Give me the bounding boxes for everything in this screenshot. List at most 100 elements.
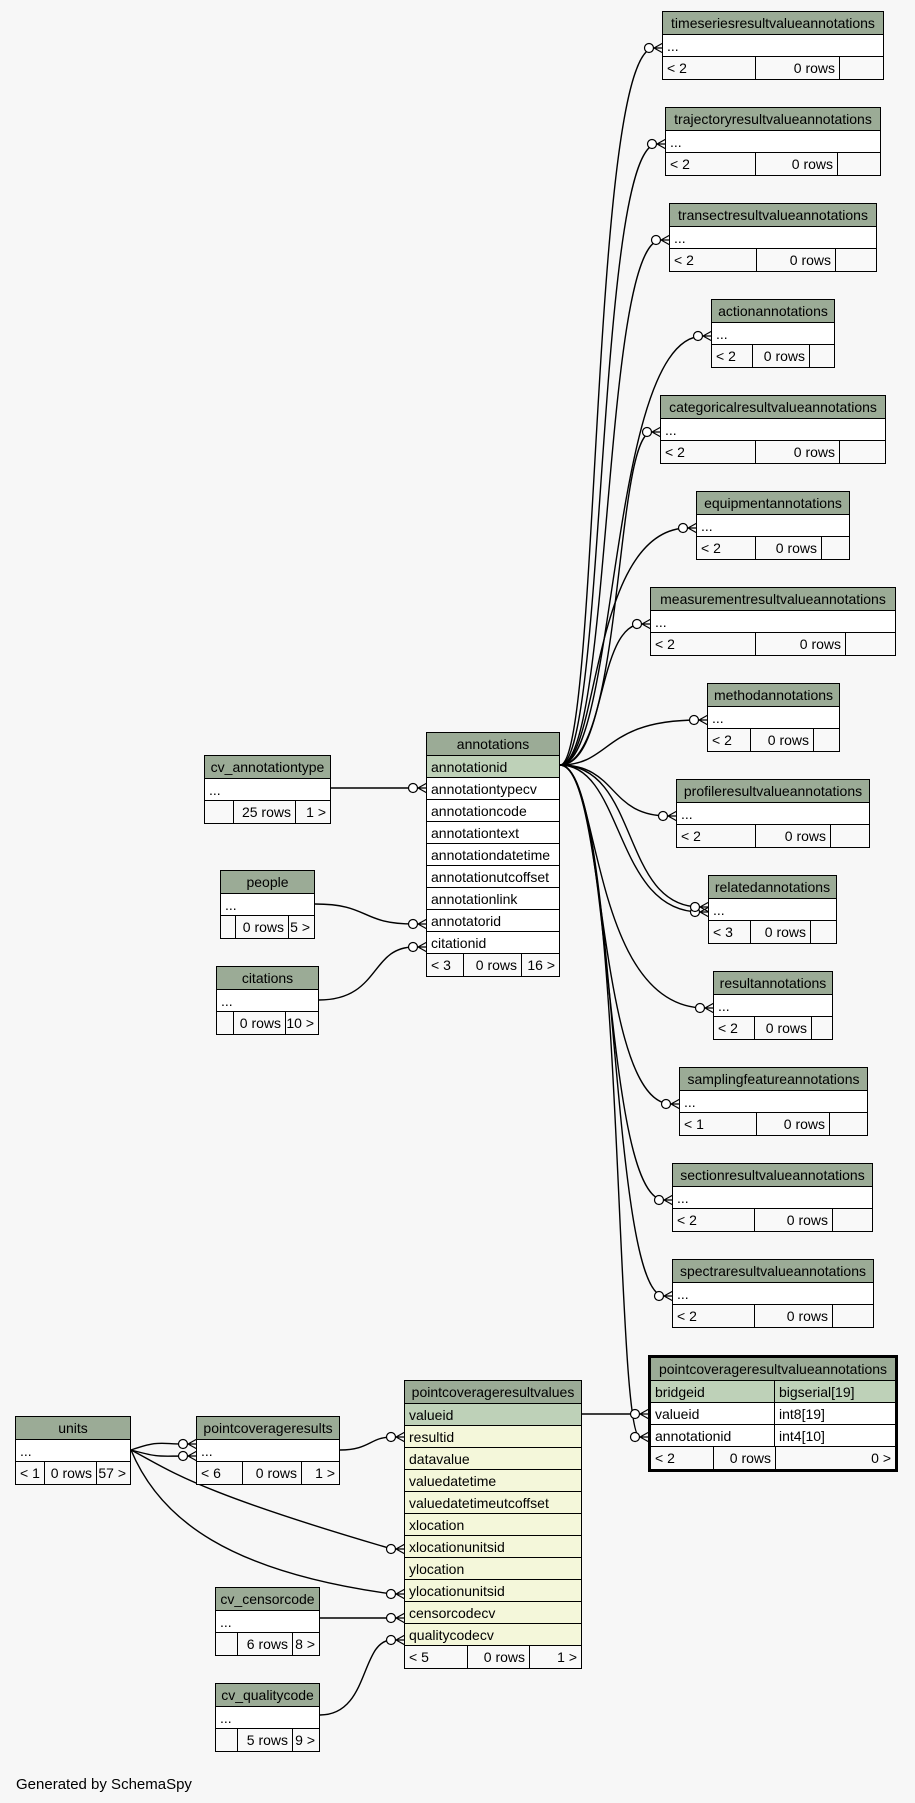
optional-circle <box>177 1450 189 1462</box>
optional-circle <box>677 522 689 534</box>
crowfoot-mark <box>656 138 667 150</box>
optional-circle <box>660 1098 672 1110</box>
crowfoot-mark <box>641 618 652 630</box>
table-header: sectionresultvalueannotations <box>673 1164 872 1187</box>
table-header: annotations <box>427 733 559 756</box>
collapsed-columns: ... <box>680 1091 867 1113</box>
crowfoot-mark <box>187 1450 198 1462</box>
table-pointcoverageresultvalues[interactable]: pointcoverageresultvalues valueid result… <box>404 1380 582 1669</box>
column-row: resultid <box>405 1426 581 1448</box>
column-row: annotationutcoffset <box>427 866 559 888</box>
table-header: trajectoryresultvalueannotations <box>666 108 880 131</box>
table-categoricalresultvalueannotations[interactable]: categoricalresultvalueannotations ... < … <box>660 395 886 464</box>
collapsed-columns: ... <box>677 803 869 825</box>
collapsed-columns: ... <box>663 35 883 57</box>
relationship-edge <box>559 764 641 1438</box>
column-row: valuedatetimeutcoffset <box>405 1492 581 1514</box>
table-annotations[interactable]: annotations annotationid annotationtypec… <box>426 732 560 977</box>
collapsed-columns: ... <box>661 419 885 441</box>
collapsed-columns: ... <box>708 707 839 729</box>
table-footer: < 5 0 rows 1 > <box>405 1646 581 1668</box>
relationship-edge <box>130 1449 393 1595</box>
optional-circle <box>407 782 419 794</box>
relationship-edge <box>559 239 662 766</box>
column-row: valuedatetime <box>405 1470 581 1492</box>
table-measurementresultvalueannotations[interactable]: measurementresultvalueannotations ... < … <box>650 587 896 656</box>
crowfoot-mark <box>395 1431 406 1443</box>
optional-circle <box>629 1431 641 1443</box>
table-header: methodannotations <box>708 684 839 707</box>
crowfoot-mark <box>395 1612 406 1624</box>
collapsed-columns: ... <box>673 1187 872 1209</box>
table-header: timeseriesresultvalueannotations <box>663 12 883 35</box>
optional-circle <box>650 234 662 246</box>
table-header: measurementresultvalueannotations <box>651 588 895 611</box>
table-footer: < 3 0 rows 16 > <box>427 954 559 976</box>
crowfoot-mark <box>663 1290 674 1302</box>
crowfoot-mark <box>395 1588 406 1600</box>
table-pointcoverageresultvalueannotations[interactable]: pointcoverageresultvalueannotations brid… <box>648 1355 898 1472</box>
relationship-edge <box>559 47 655 766</box>
table-trajectoryresultvalueannotations[interactable]: trajectoryresultvalueannotations ... < 2… <box>665 107 881 176</box>
table-header: pointcoverageresultvalues <box>405 1381 581 1404</box>
table-header: cv_qualitycode <box>216 1684 319 1707</box>
column-row: annotationtypecv <box>427 778 559 800</box>
crowfoot-mark <box>702 330 713 342</box>
collapsed-columns: ... <box>217 990 318 1012</box>
column-row: valueid <box>405 1404 581 1426</box>
collapsed-columns: ... <box>714 995 832 1017</box>
optional-circle <box>407 918 419 930</box>
table-header: people <box>221 871 314 894</box>
optional-circle <box>653 1290 665 1302</box>
crowfoot-mark <box>653 42 664 54</box>
optional-circle <box>407 941 419 953</box>
relationship-edge <box>319 1639 393 1716</box>
table-header: pointcoverageresults <box>197 1417 339 1440</box>
collapsed-columns: ... <box>221 894 314 916</box>
crowfoot-mark <box>417 918 428 930</box>
table-timeseriesresultvalueannotations[interactable]: timeseriesresultvalueannotations ... < 2… <box>662 11 884 80</box>
relationship-edge <box>318 946 415 1001</box>
column-row: annotationcode <box>427 800 559 822</box>
table-header: cv_censorcode <box>216 1588 319 1611</box>
table-header: equipmentannotations <box>697 492 849 515</box>
optional-circle <box>643 42 655 54</box>
relationship-edge <box>559 623 643 766</box>
crowfoot-mark <box>667 810 678 822</box>
crowfoot-mark <box>651 426 662 438</box>
table-header: pointcoverageresultvalueannotations <box>651 1358 895 1381</box>
crowfoot-mark <box>417 941 428 953</box>
relationship-edge <box>130 1449 185 1457</box>
crowfoot-mark <box>699 901 710 913</box>
table-header: categoricalresultvalueannotations <box>661 396 885 419</box>
optional-circle <box>688 714 700 726</box>
relationship-edge <box>559 764 701 913</box>
